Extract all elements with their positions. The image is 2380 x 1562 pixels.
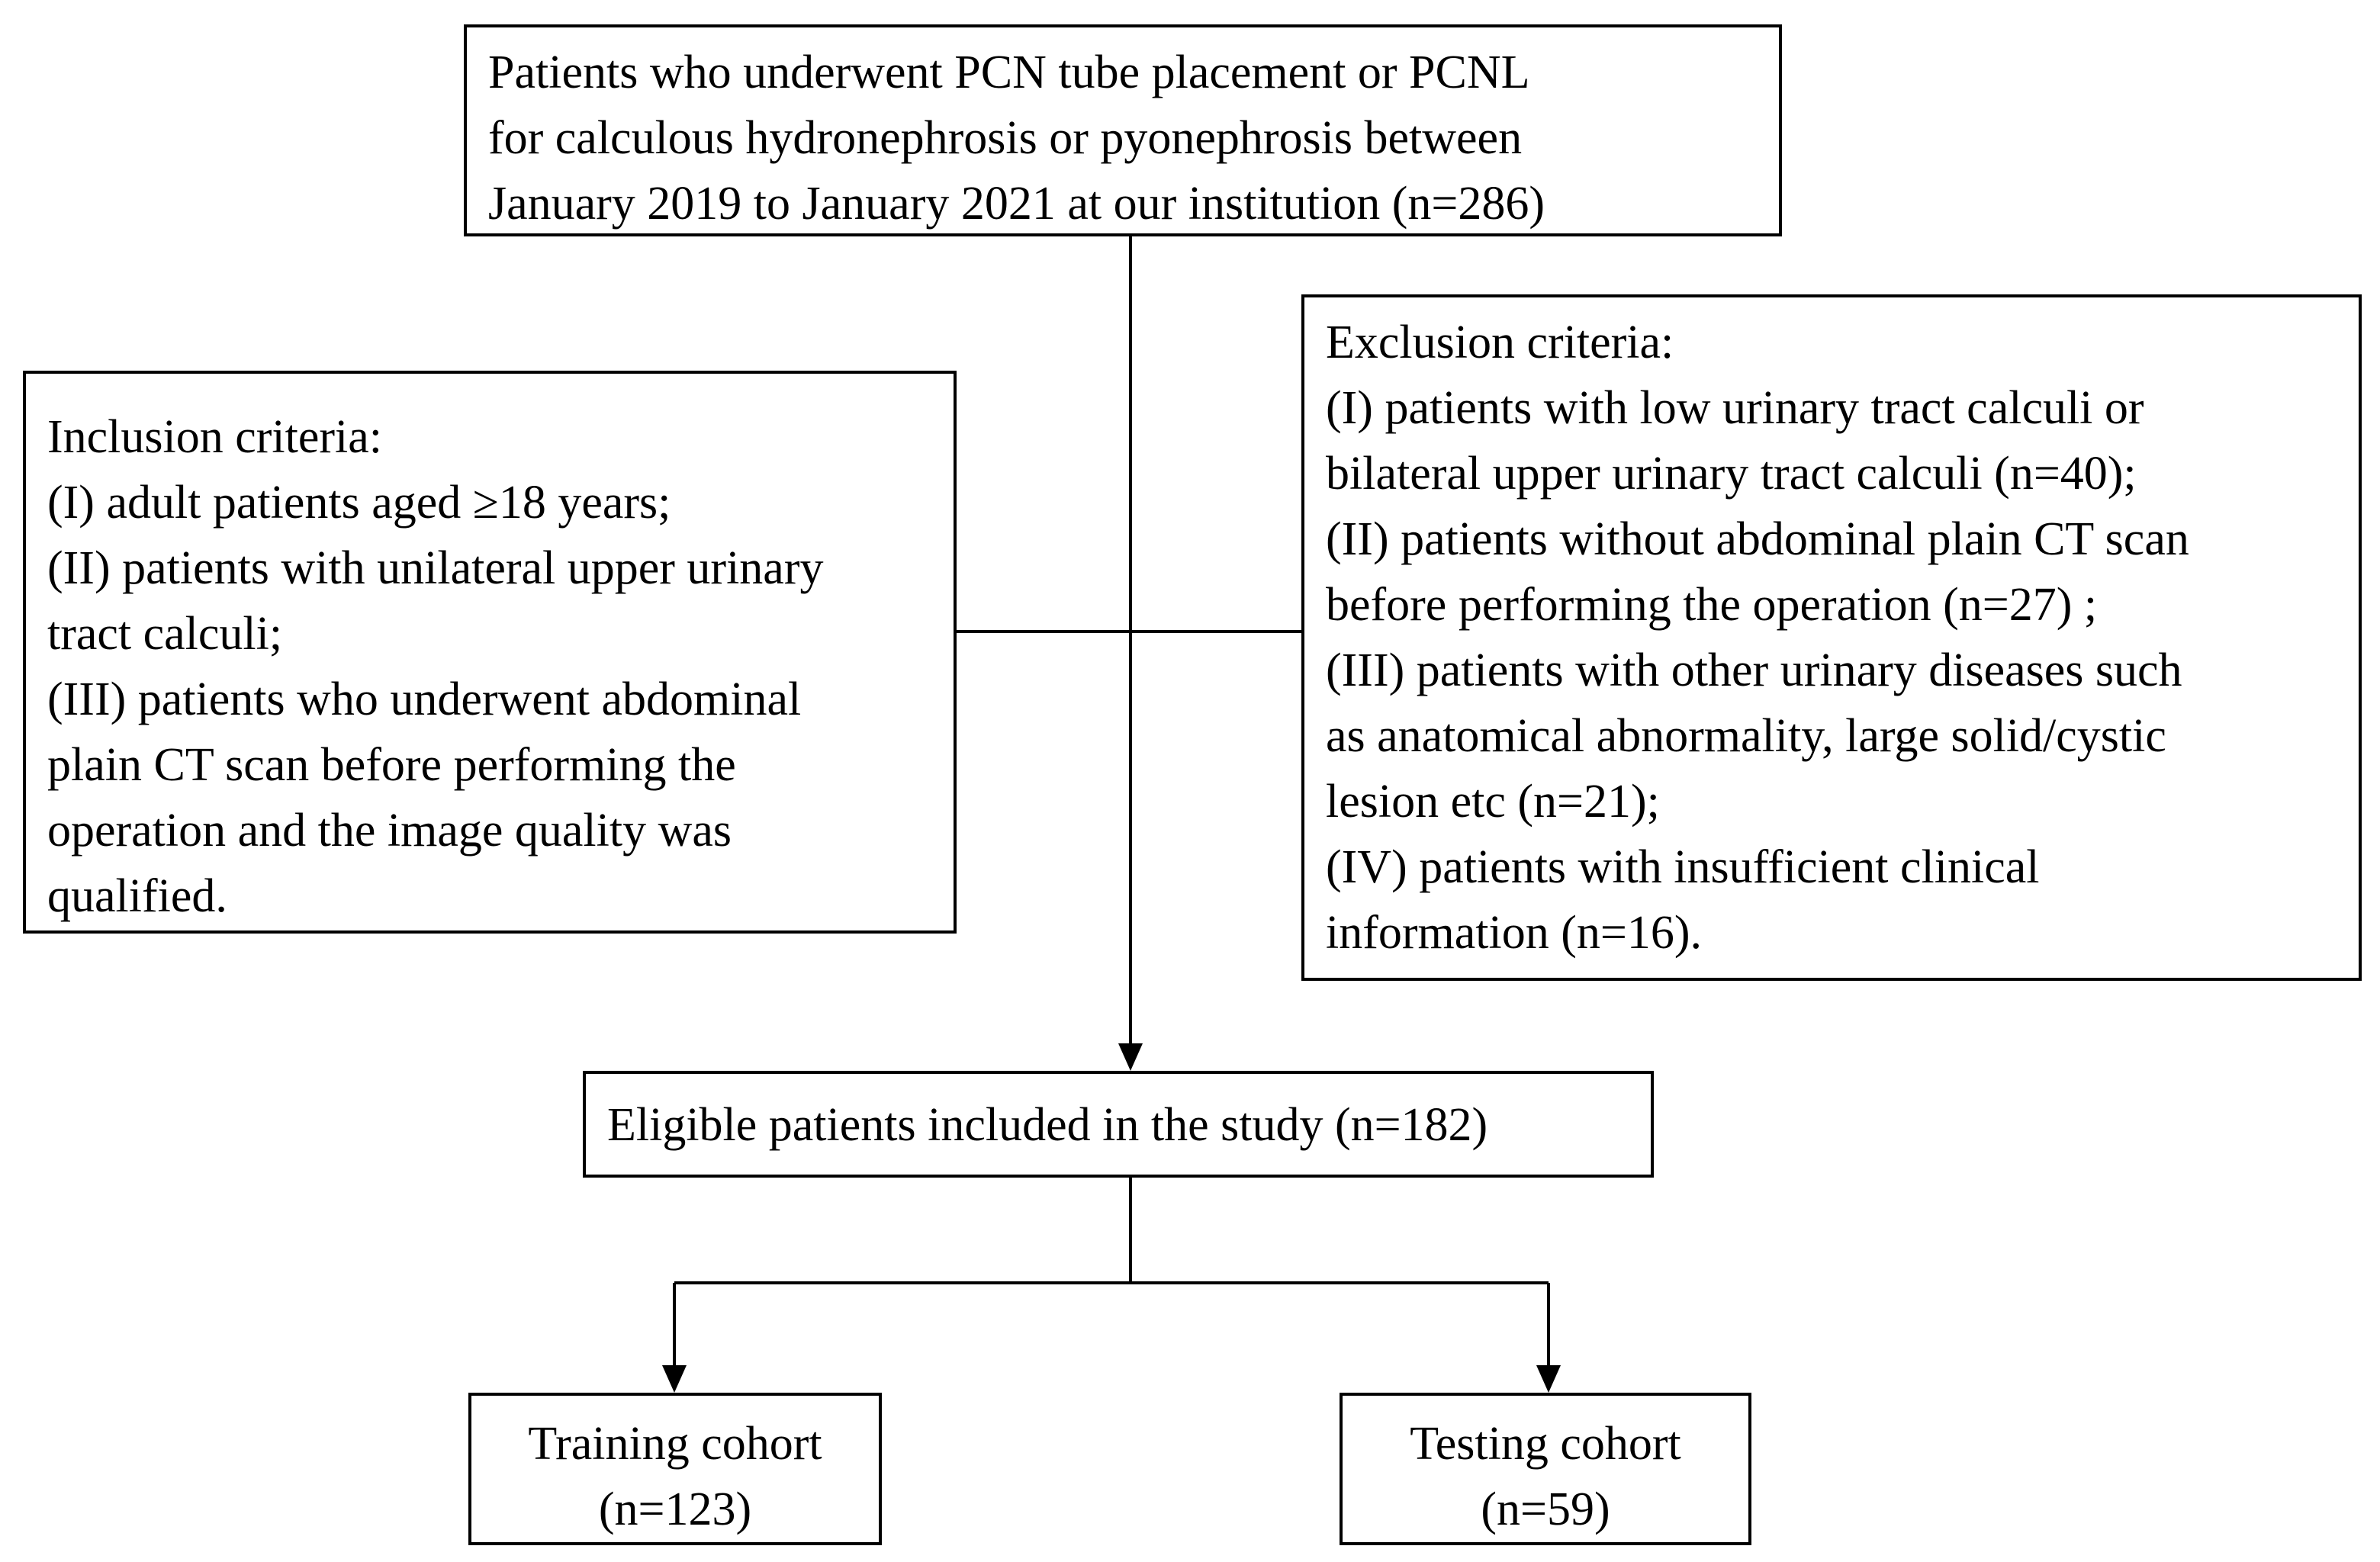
box-text-line: lesion etc (n=21);	[1326, 776, 1660, 828]
box-text-line: qualified.	[47, 870, 227, 922]
arrowhead-to-eligible	[1118, 1043, 1143, 1071]
testing-cohort-box: Testing cohort (n=59)	[1340, 1393, 1751, 1545]
box-text-line: (III) patients who underwent abdominal	[47, 673, 802, 725]
training-cohort-label: Training cohort	[528, 1418, 822, 1470]
exclusion-heading: Exclusion criteria:	[1326, 317, 1674, 368]
box-text-line: (II) patients without abdominal plain CT…	[1326, 513, 2189, 565]
box-text-line: plain CT scan before performing the	[47, 739, 736, 791]
box-text-line: (I) adult patients aged ≥18 years;	[47, 477, 671, 529]
box-text-line: for calculous hydronephrosis or pyonephr…	[488, 112, 1523, 164]
testing-cohort-label: Testing cohort	[1410, 1418, 1681, 1470]
source-population-box: Patients who underwent PCN tube placemen…	[464, 24, 1782, 236]
training-cohort-box: Training cohort (n=123)	[468, 1393, 882, 1545]
box-text-line: bilateral upper urinary tract calculi (n…	[1326, 448, 2137, 500]
box-text-line: (II) patients with unilateral upper urin…	[47, 542, 824, 594]
box-text-line: tract calculi;	[47, 608, 283, 660]
box-text-line: information (n=16).	[1326, 907, 1702, 959]
training-cohort-count: (n=123)	[598, 1483, 752, 1535]
box-text-line: (I) patients with low urinary tract calc…	[1326, 382, 2144, 434]
inclusion-heading: Inclusion criteria:	[47, 411, 382, 463]
arrowhead-to-testing	[1536, 1365, 1561, 1393]
box-text-line: January 2019 to January 2021 at our inst…	[488, 178, 1545, 230]
box-text-line: as anatomical abnormality, large solid/c…	[1326, 710, 2166, 762]
box-text-line: operation and the image quality was	[47, 805, 732, 857]
box-text-line: Patients who underwent PCN tube placemen…	[488, 47, 1530, 98]
testing-cohort-count: (n=59)	[1481, 1483, 1610, 1535]
box-text-line: (III) patients with other urinary diseas…	[1326, 644, 2182, 696]
eligible-patients-box: Eligible patients included in the study …	[583, 1071, 1654, 1178]
box-text-line: Eligible patients included in the study …	[607, 1099, 1488, 1151]
exclusion-criteria-box: Exclusion criteria: (I) patients with lo…	[1301, 294, 2362, 981]
box-text-line: before performing the operation (n=27) ;	[1326, 579, 2098, 631]
box-text-line: (IV) patients with insufficient clinical	[1326, 841, 2040, 893]
inclusion-criteria-box: Inclusion criteria: (I) adult patients a…	[23, 371, 957, 934]
arrowhead-to-training	[662, 1365, 687, 1393]
